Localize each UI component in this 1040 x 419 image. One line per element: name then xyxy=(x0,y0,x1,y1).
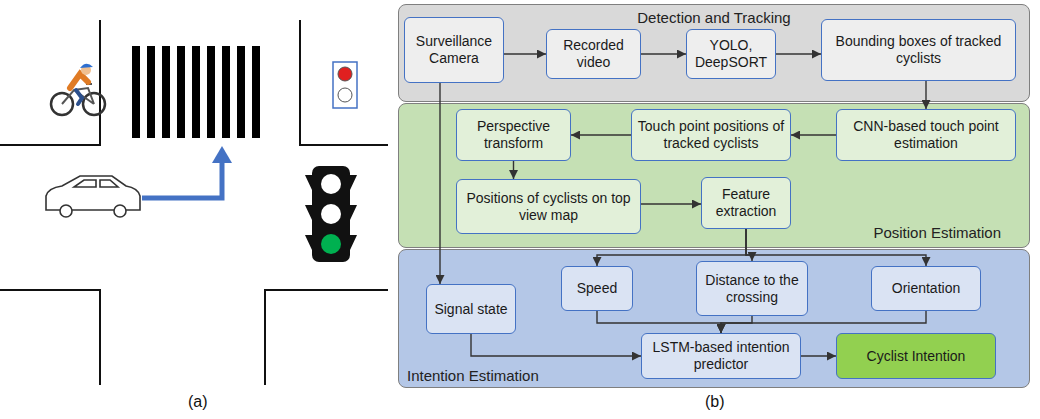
flow-arrow xyxy=(776,53,821,54)
road-edge xyxy=(300,20,388,145)
crosswalk-stripe xyxy=(207,46,215,138)
stage-band: Intention Estimation Signal state Speed Dis… xyxy=(398,249,1030,388)
box-label: Feature extraction xyxy=(707,186,785,220)
car-wheel xyxy=(114,205,126,217)
signal-lamp-off xyxy=(338,88,352,102)
panel-label: (b) xyxy=(705,393,725,411)
band-title: Intention Estimation xyxy=(407,367,539,384)
car-outline xyxy=(46,176,140,217)
box-label: Speed xyxy=(577,280,617,297)
crosswalk-stripe xyxy=(132,46,140,138)
process-box: Distance to the crossing xyxy=(696,261,808,316)
crosswalk-stripe xyxy=(252,46,260,138)
stage-band: Position Estimation CNN-based touch point… xyxy=(398,103,1030,248)
box-label: Positions of cyclists on top view map xyxy=(462,190,635,224)
process-box: Speed xyxy=(561,266,633,311)
process-box: Recorded video xyxy=(546,29,641,79)
flow-arrow xyxy=(801,355,836,356)
road-edge xyxy=(0,290,100,385)
light-visor xyxy=(305,175,312,190)
crosswalk-stripe xyxy=(222,46,230,138)
crosswalk-stripe xyxy=(162,46,170,138)
crosswalk-stripe xyxy=(147,46,155,138)
crosswalk-stripe xyxy=(177,46,185,138)
box-label: CNN-based touch point estimation xyxy=(842,118,1010,152)
flow-arrow xyxy=(641,53,686,54)
cyclist-icon xyxy=(51,64,105,115)
crosswalk-stripe xyxy=(237,46,245,138)
flow-arrow xyxy=(504,53,546,54)
road-edge xyxy=(265,290,388,385)
light-visor xyxy=(305,235,312,250)
light-lamp-green xyxy=(321,234,341,254)
pedestrian-signal xyxy=(333,62,357,108)
flow-arrow xyxy=(513,161,514,179)
process-box: Perspective transform xyxy=(456,109,571,161)
flow-arrow xyxy=(925,81,926,109)
light-housing xyxy=(312,166,350,262)
flow-arrow xyxy=(571,134,631,135)
light-visor xyxy=(350,205,357,220)
light-visor xyxy=(305,205,312,220)
signal-lamp-red xyxy=(338,67,352,81)
rider-body xyxy=(70,74,88,88)
box-label: Surveillance Camera xyxy=(410,33,498,67)
turn-arrow xyxy=(142,146,232,198)
box-label: Distance to the crossing xyxy=(702,272,802,306)
process-box: Touch point positions of tracked cyclist… xyxy=(631,109,791,161)
flow-arrow xyxy=(439,83,440,284)
process-box: Surveillance Camera xyxy=(404,17,504,83)
bike-frame xyxy=(62,84,94,104)
flow-arrow xyxy=(791,134,836,135)
car-wheel xyxy=(60,205,72,217)
box-label: Cyclist Intention xyxy=(867,348,966,365)
signal-housing xyxy=(333,62,357,108)
box-label: YOLO, DeepSORT xyxy=(692,37,770,71)
rider-helmet xyxy=(80,64,93,68)
turn-arrow-shaft xyxy=(142,162,222,198)
process-box: Cyclist Intention xyxy=(836,333,996,379)
crosswalk-stripe xyxy=(192,46,200,138)
process-box: Orientation xyxy=(871,266,981,311)
process-box: CNN-based touch point estimation xyxy=(836,109,1016,161)
band-title: Position Estimation xyxy=(873,224,1001,241)
intersection-illustration xyxy=(0,0,400,419)
process-box: Feature extraction xyxy=(701,177,791,229)
flow-arrow xyxy=(641,203,701,204)
process-box: YOLO, DeepSORT xyxy=(686,29,776,79)
traffic-light xyxy=(305,166,357,262)
box-label: Signal state xyxy=(434,301,507,318)
box-label: Orientation xyxy=(892,280,960,297)
box-label: Touch point positions of tracked cyclist… xyxy=(637,118,785,152)
road-edges xyxy=(0,20,388,385)
process-box: Positions of cyclists on top view map xyxy=(456,179,641,234)
stage-band: Detection and TrackingSurveillance Camer… xyxy=(398,4,1030,102)
turn-arrow-head xyxy=(212,146,232,163)
box-label: Bounding boxes of tracked cyclists xyxy=(827,33,1010,67)
rider-leg xyxy=(76,90,82,104)
light-lamp xyxy=(321,204,341,224)
car-window xyxy=(74,180,118,187)
process-box: LSTM-based intention predictor xyxy=(641,333,801,379)
car-body xyxy=(46,176,140,210)
light-lamp xyxy=(321,174,341,194)
box-label: Recorded video xyxy=(552,37,635,71)
panel-label: (a) xyxy=(188,393,208,411)
road-edge xyxy=(0,20,100,145)
light-visor xyxy=(350,235,357,250)
crosswalk xyxy=(132,46,260,138)
box-label: LSTM-based intention predictor xyxy=(647,339,795,373)
process-box: Bounding boxes of tracked cyclists xyxy=(821,19,1016,81)
light-visor xyxy=(350,175,357,190)
box-label: Perspective transform xyxy=(462,118,565,152)
process-box: Signal state xyxy=(426,284,516,334)
